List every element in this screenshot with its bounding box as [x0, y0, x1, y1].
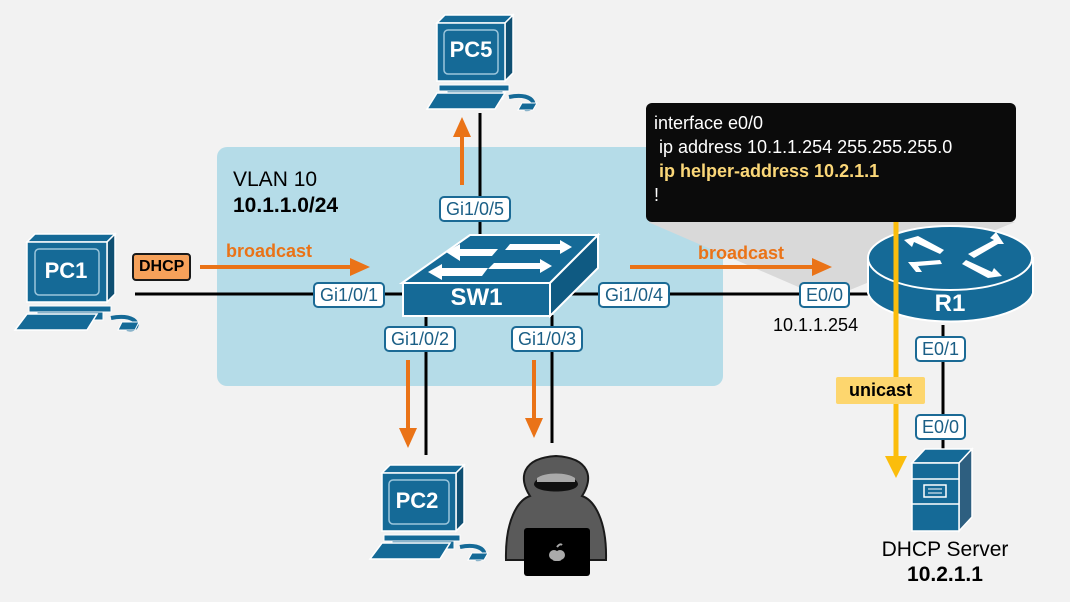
pc1-icon[interactable] [13, 232, 140, 332]
port-sw1-gi1-0-2: Gi1/0/2 [384, 326, 457, 352]
port-server-e0-0: E0/0 [915, 414, 967, 440]
pc2-icon[interactable] [368, 463, 489, 562]
config-line-ip-address: ip address 10.1.1.254 255.255.255.0 [654, 137, 953, 157]
sw1-label: SW1 [450, 284, 503, 311]
pc1-label: PC1 [44, 258, 88, 283]
unicast-arrow [885, 190, 907, 478]
r1-label: R1 [934, 290, 966, 317]
dhcp-message-tag: DHCP [132, 253, 192, 281]
attacker-hacker-icon[interactable] [504, 454, 608, 576]
config-line-interface: interface e0/0 [654, 113, 764, 133]
port-r1-e0-1: E0/1 [915, 336, 967, 362]
dhcp-server-name: DHCP Server [881, 538, 1009, 561]
r1-config-box: interface e0/0 ip address 10.1.1.254 255… [646, 103, 1016, 222]
broadcast-arrow-pc1 [200, 258, 370, 276]
dhcp-server-icon[interactable] [910, 447, 974, 533]
switch-arrows-icon [428, 240, 572, 280]
port-sw1-gi1-0-1: Gi1/0/1 [313, 282, 386, 308]
broadcast-arrow-r1 [630, 258, 832, 276]
port-r1-e0-0: E0/0 [799, 282, 851, 308]
vlan-name: VLAN 10 [233, 168, 318, 191]
apple-logo-icon [549, 543, 565, 561]
broadcast-label-left: broadcast [226, 241, 313, 261]
broadcast-arrow-attacker [525, 360, 543, 438]
vlan-subnet: 10.1.1.0/24 [233, 194, 339, 217]
r1-router-icon[interactable] [867, 225, 1034, 323]
port-sw1-gi1-0-4: Gi1/0/4 [598, 282, 671, 308]
pc5-label: PC5 [449, 37, 493, 62]
unicast-label: unicast [836, 377, 926, 404]
broadcast-arrow-pc5 [453, 117, 471, 185]
broadcast-arrow-pc2 [399, 360, 417, 448]
broadcast-label-right: broadcast [698, 243, 785, 263]
port-sw1-gi1-0-3: Gi1/0/3 [511, 326, 584, 352]
port-sw1-gi1-0-5: Gi1/0/5 [439, 196, 512, 222]
pc5-icon[interactable] [425, 13, 538, 112]
r1-e0-0-ip: 10.1.1.254 [773, 315, 859, 335]
config-line-end: ! [654, 185, 660, 205]
dhcp-server-ip: 10.2.1.1 [907, 563, 983, 586]
sw1-switch-icon[interactable] [398, 232, 601, 319]
config-line-helper-address: ip helper-address 10.2.1.1 [654, 161, 880, 181]
router-arrows-icon [904, 232, 1004, 278]
pc2-label: PC2 [395, 488, 439, 513]
